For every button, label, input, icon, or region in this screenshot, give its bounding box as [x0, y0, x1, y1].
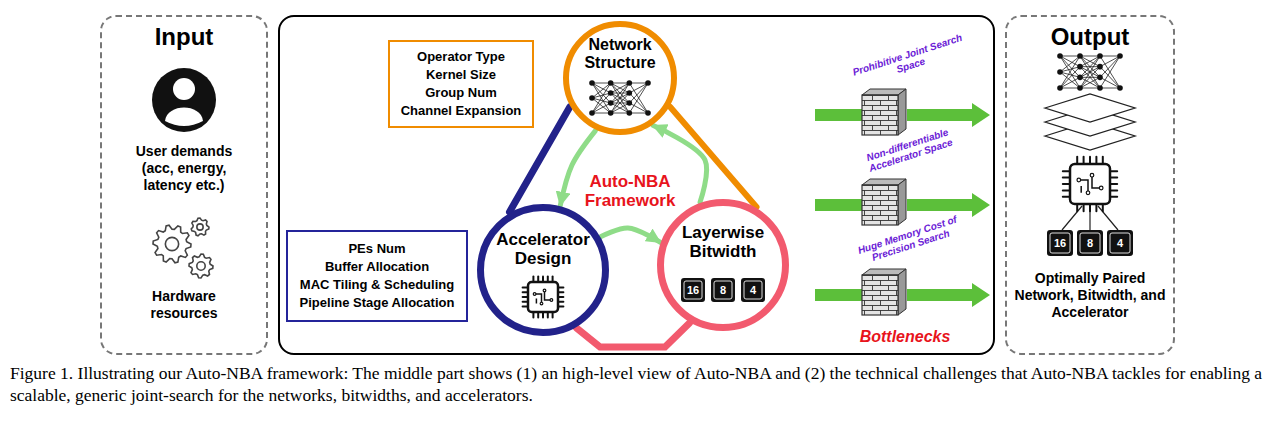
bit-label: 4: [741, 284, 765, 296]
bottleneck-label: Huge Memory Cost of Precision Search: [851, 212, 967, 268]
circle-outline: [657, 199, 789, 331]
node-title: Output: [1007, 23, 1173, 51]
bit-chip: [1107, 230, 1133, 256]
bit-chip: [1077, 230, 1103, 256]
gear-hub: [197, 262, 205, 270]
user-icon: [152, 68, 216, 132]
list-item: PEs Num: [348, 240, 405, 258]
user-body: [165, 108, 203, 127]
list-item: Pipeline Stage Allocation: [300, 294, 455, 312]
stage-circle: Network Structure: [563, 21, 677, 135]
list-item: Channel Expansion: [401, 102, 522, 120]
chip-icon: [1063, 157, 1117, 211]
option-box: Operator TypeKernel SizeGroup NumChannel…: [388, 40, 534, 128]
node-title: Accelerator Design: [488, 230, 598, 268]
bit-chip: [711, 278, 735, 302]
node-title: Auto-NBA Framework: [565, 172, 695, 210]
node-title: Layerwise Bitwidth: [668, 223, 778, 261]
user-head: [173, 78, 195, 100]
circle-outline: [477, 204, 609, 336]
bit-chip: [1047, 230, 1073, 256]
figure-caption: Figure 1. Illustrating our Auto-NBA fram…: [10, 362, 1268, 406]
node-title: Network Structure: [570, 36, 670, 72]
network-icon: [1057, 53, 1123, 91]
cycle-arrow: [601, 228, 660, 242]
network-plane: [1045, 94, 1135, 122]
bottleneck-wall: [815, 179, 990, 225]
option-box: PEs NumBuffer AllocationMAC Tiling & Sch…: [286, 230, 468, 322]
list-item: MAC Tiling & Scheduling: [300, 276, 454, 294]
node-text: User demands (acc, energy, latency etc.): [118, 143, 250, 194]
list-item: Group Num: [425, 84, 497, 102]
chip-icon: [523, 277, 564, 318]
list-item: Buffer Allocation: [325, 258, 429, 276]
section-label: Bottlenecks: [840, 328, 970, 346]
triangle-link: [670, 107, 756, 207]
bit-label: 16: [681, 284, 705, 296]
node-text: Optimally Paired Network, Bitwidth, and …: [1014, 270, 1166, 321]
bit-chip: [681, 278, 705, 302]
output-panel: OutputOptimally Paired Network, Bitwidth…: [1005, 15, 1175, 355]
triangle-link: [577, 323, 690, 347]
network-icon: [589, 80, 651, 116]
input-panel: InputUser demands (acc, energy, latency …: [100, 15, 268, 355]
bit-label: 16: [1047, 237, 1073, 249]
gear-icon: [153, 225, 191, 263]
framework-panel: Auto-NBA Framework Operator TypeKernel Si…: [278, 15, 995, 355]
bit-label: 8: [1077, 237, 1103, 249]
gear-hub: [197, 224, 203, 230]
bottleneck-wall: [815, 89, 990, 135]
bit-label: 4: [1107, 237, 1133, 249]
gear-icon: [189, 254, 213, 278]
illustration: [152, 53, 1135, 317]
gear-hub: [165, 237, 178, 250]
list-item: Operator Type: [417, 48, 505, 66]
gear-icon: [191, 218, 209, 236]
bottleneck-label: Non-differentiable Accelerator Space: [851, 122, 967, 178]
node-text: Hardware resources: [129, 288, 239, 322]
node-title: Input: [102, 23, 266, 51]
list-item: Kernel Size: [426, 66, 496, 84]
bit-label: 8: [711, 284, 735, 296]
bit-chip: [741, 278, 765, 302]
bottleneck-label: Prohibitive Joint Search Space: [851, 32, 967, 88]
stage-circle: Accelerator Design: [477, 204, 609, 336]
stage-circle: Layerwise Bitwidth: [657, 199, 789, 331]
bottleneck-wall: [815, 269, 990, 315]
